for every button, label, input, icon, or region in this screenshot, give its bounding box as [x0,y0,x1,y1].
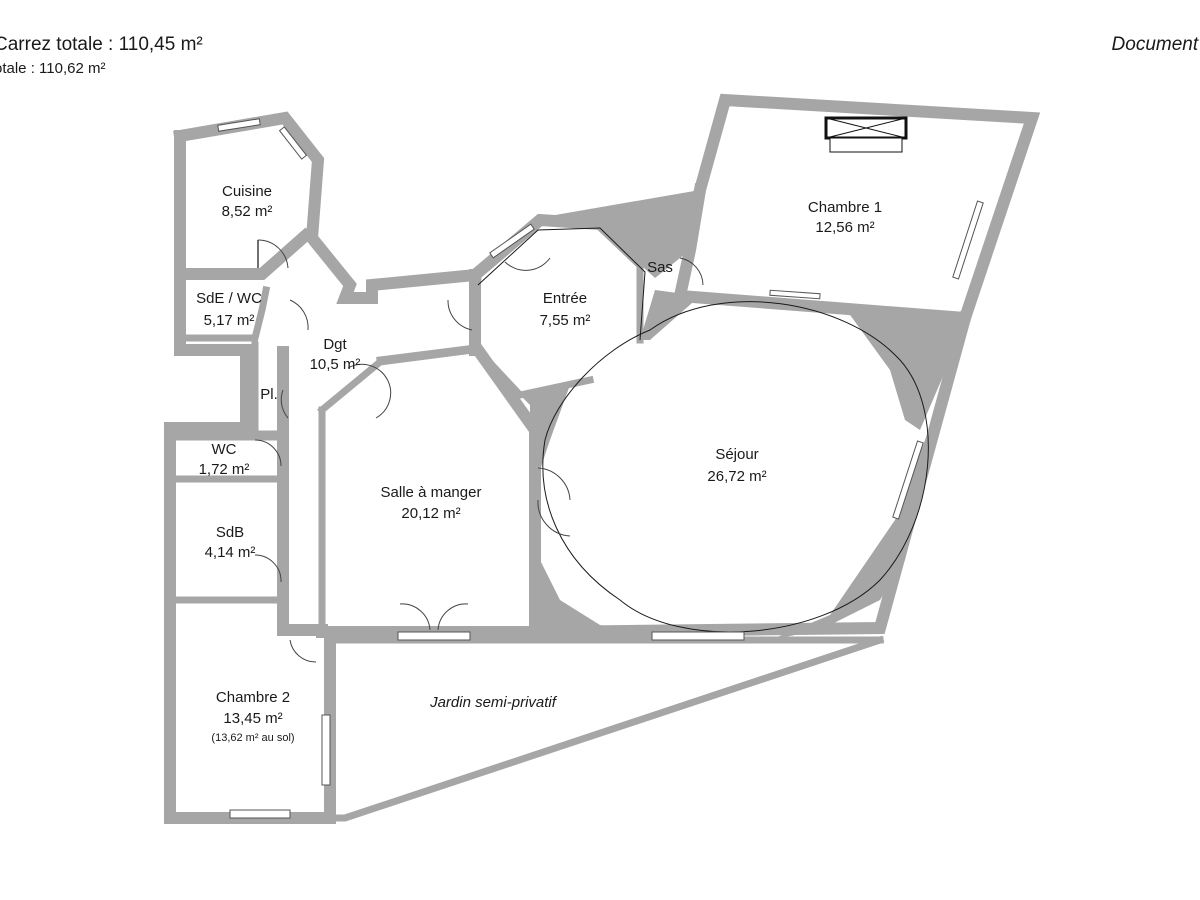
entree-outline [477,227,646,341]
door-salle-jardin-1 [399,603,431,631]
wc-area: 1,72 m² [199,461,250,478]
door-salle-jardin-2 [437,603,469,631]
sdb-name: SdB [216,524,244,541]
total-carrez-area: Carrez totale : 110,45 m² [0,34,203,55]
door-entree-dgt [447,299,473,331]
windows [217,118,984,819]
fireplace-icon [824,116,908,153]
cuisine-area: 8,52 m² [222,203,273,220]
door-placard [280,389,289,419]
door-entree-main [504,257,551,271]
salle-name: Salle à manger [381,484,482,501]
wc-name: WC [212,441,237,458]
door-wc [254,439,282,467]
door-salle [347,363,392,419]
chambre2-window-side [321,714,331,786]
door-sas [679,257,704,286]
chambre2-area: 13,45 m² [223,710,282,727]
dgt-area: 10,5 m² [310,356,361,373]
document-note: Document n [1111,34,1200,55]
salle-area: 20,12 m² [401,505,460,522]
sde-wc-area: 5,17 m² [204,312,255,329]
jardin-name: Jardin semi-privatif [429,694,558,711]
chambre2-window-bottom [229,809,291,819]
dgt-name: Dgt [323,336,347,353]
chambre2-note: (13,62 m² au sol) [211,732,294,744]
door-chambre2 [289,639,317,663]
doors [254,239,704,663]
chambre1-window-bottom [769,289,821,300]
door-sde [289,299,309,331]
placard-name: Pl. [260,386,278,403]
door-sejour-1 [537,467,571,501]
sejour-name: Séjour [715,446,758,463]
sejour-area: 26,72 m² [707,468,766,485]
entree-window [489,223,535,259]
entree-name: Entrée [543,290,587,307]
total-area: otale : 110,62 m² [0,60,106,77]
sas-name: Sas [647,259,673,276]
chambre2-name: Chambre 2 [216,689,290,706]
sde-wc-name: SdE / WC [196,290,262,307]
salle-window [397,631,471,641]
door-cuisine [257,239,289,269]
sejour-window-bottom [651,631,745,641]
sejour-window [892,440,924,520]
chambre1-area: 12,56 m² [815,219,874,236]
cuisine-name: Cuisine [222,183,272,200]
sdb-area: 4,14 m² [205,544,256,561]
door-sdb [254,554,282,583]
entree-area: 7,55 m² [540,312,591,329]
cuisine-window [217,118,261,132]
sejour-outline [542,301,929,633]
chambre1-window-right [952,200,984,280]
cuisine-window-2 [278,126,308,160]
door-sejour-2 [537,499,571,537]
chambre1-name: Chambre 1 [808,199,882,216]
